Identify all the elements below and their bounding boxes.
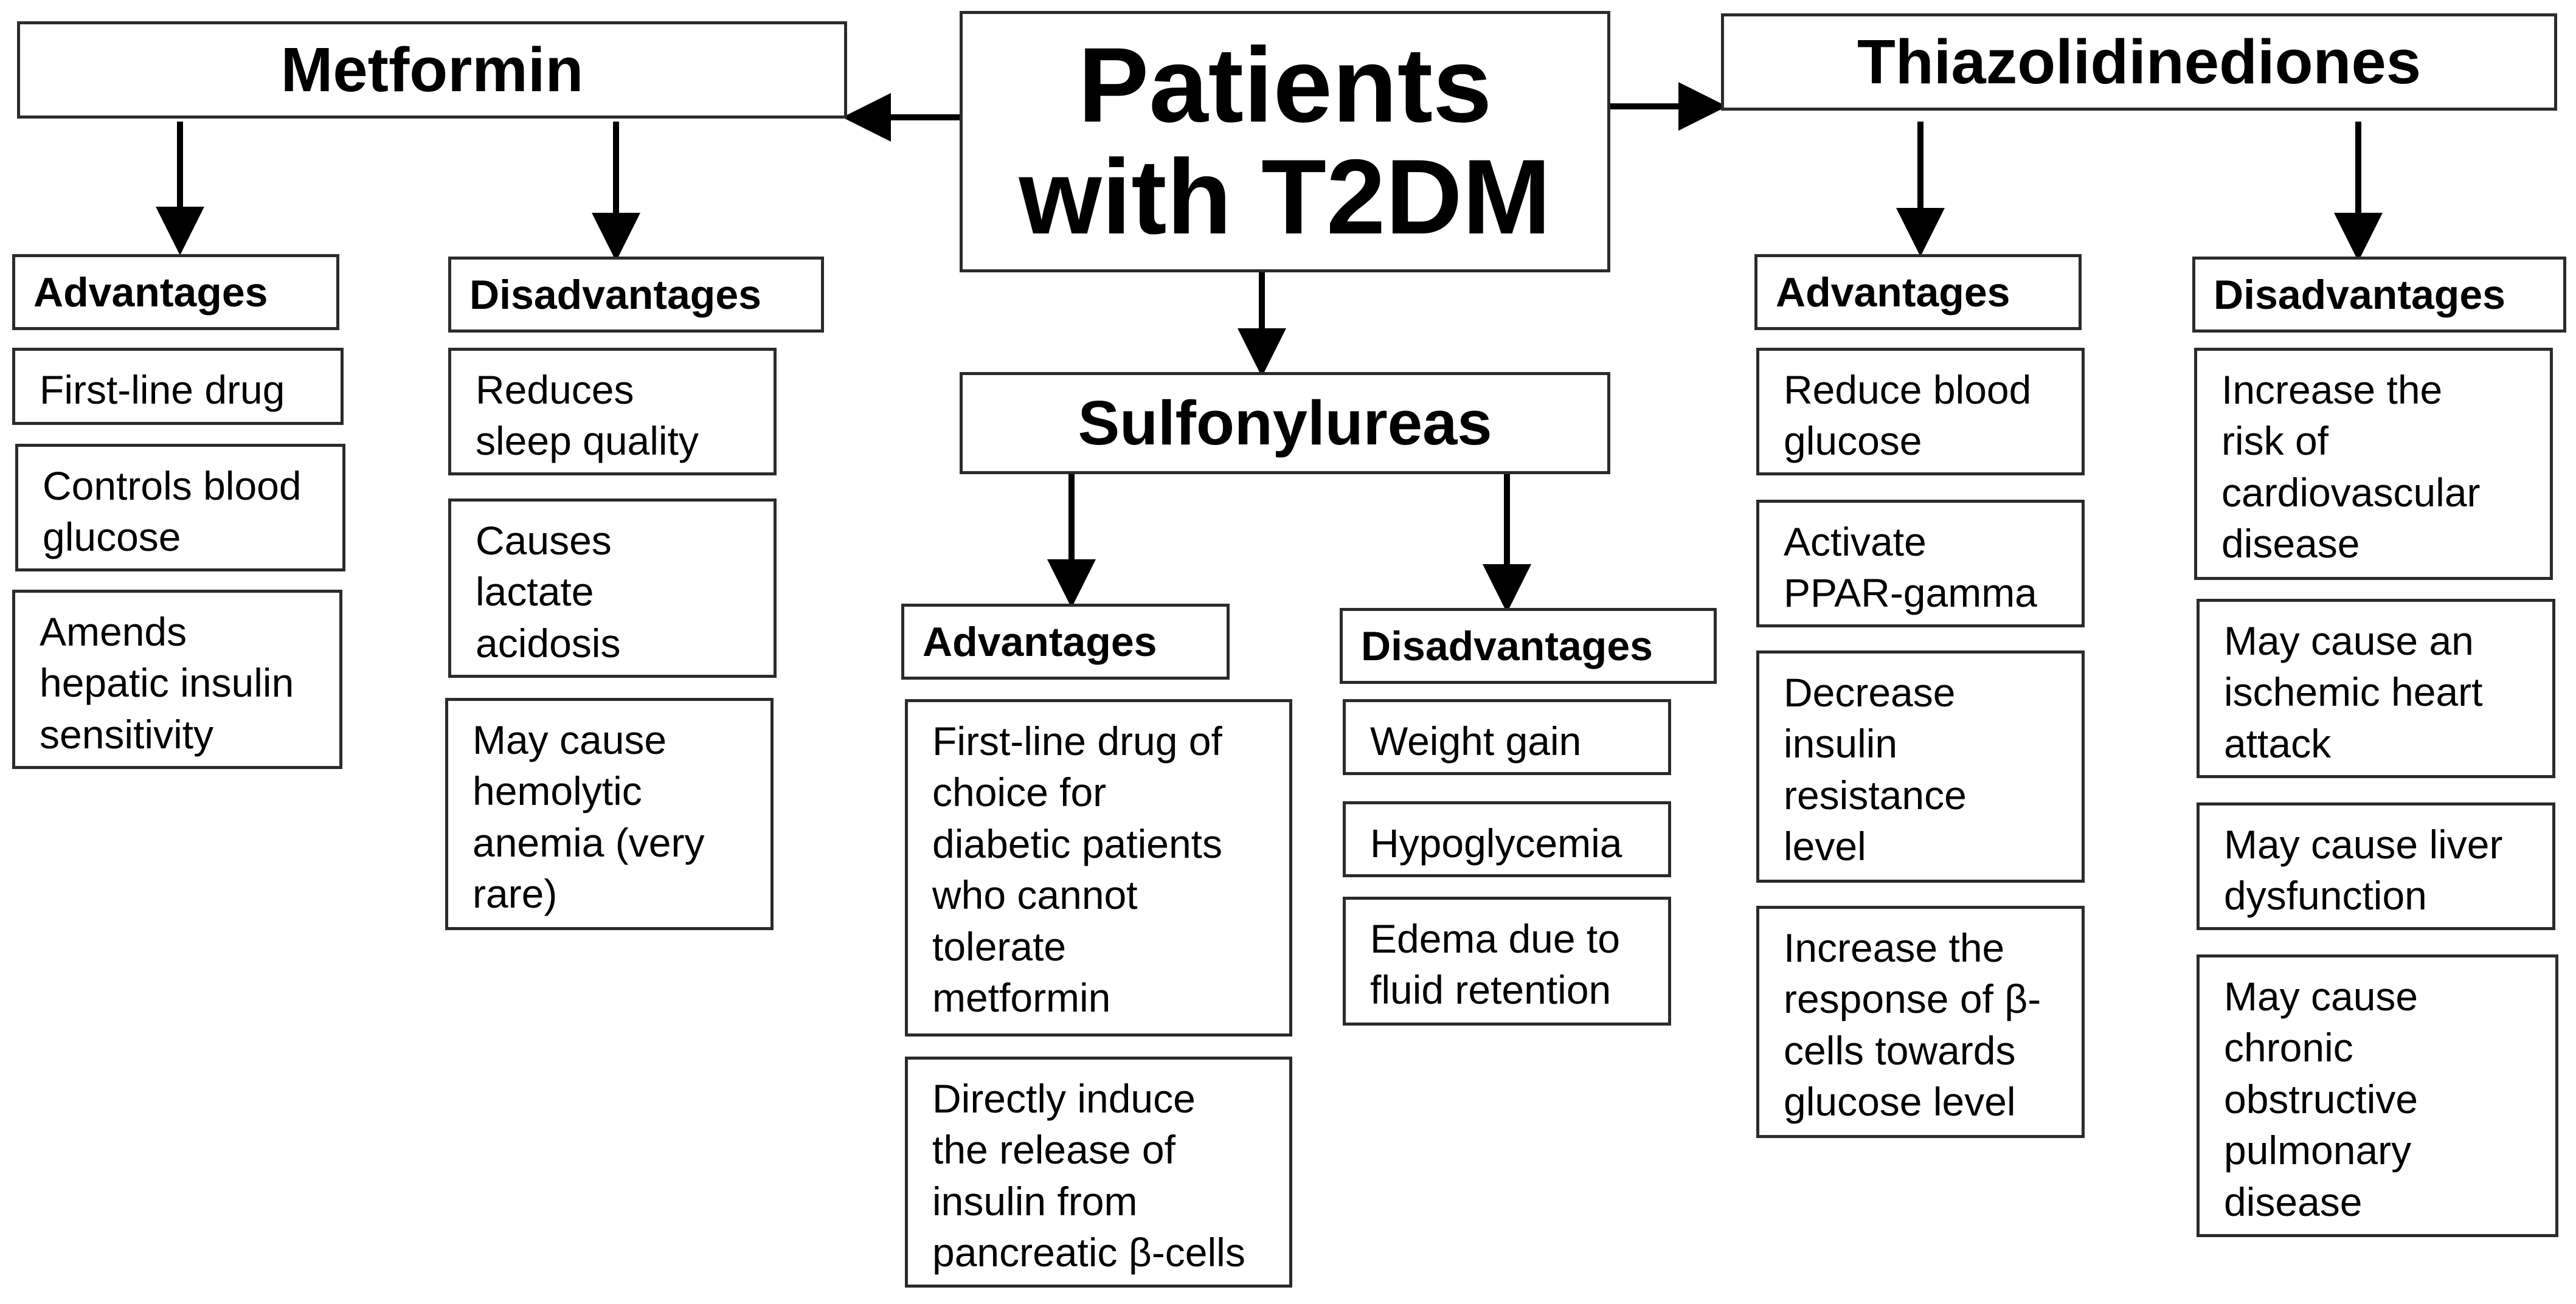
metformin-advantage-item: Amends hepatic insulin sensitivity [12, 590, 342, 769]
sulfonylureas-advantage-item: Directly induce the release of insulin f… [905, 1057, 1292, 1288]
metformin-disadvantage-item: Causes lactate acidosis [448, 498, 777, 678]
thiazolidinediones-disadvantage-item: Increase the risk of cardiovascular dise… [2194, 348, 2553, 580]
sulfonylureas-title: Sulfonylureas [1078, 388, 1492, 458]
sulfonylureas-disadvantage-item: Hypoglycemia [1343, 801, 1671, 877]
metformin-advantage-item: Controls blood glucose [15, 444, 345, 571]
center-label: Patients with T2DM [1019, 26, 1551, 257]
sulfonylureas-disadvantage-item: Weight gain [1343, 699, 1671, 775]
thiazolidinediones-advantages-header: Advantages [1754, 254, 2082, 330]
metformin-title: Metformin [280, 35, 584, 105]
thiazolidinediones-disadvantage-item: May cause an ischemic heart attack [2197, 599, 2555, 778]
thiazolidinediones-disadvantages-header: Disadvantages [2192, 257, 2566, 333]
center-node: Patients with T2DM [960, 11, 1610, 272]
metformin-advantages-header: Advantages [12, 254, 339, 330]
sulfonylureas-node: Sulfonylureas [960, 372, 1610, 474]
metformin-disadvantage-item: Reduces sleep quality [448, 348, 777, 475]
sulfonylureas-disadvantage-item: Edema due to fluid retention [1343, 897, 1671, 1026]
thiazolidinediones-advantage-item: Decrease insulin resistance level [1756, 650, 2085, 883]
metformin-disadvantages-header: Disadvantages [448, 257, 824, 333]
sulfonylureas-advantage-item: First-line drug of choice for diabetic p… [905, 699, 1292, 1037]
thiazolidinediones-disadvantage-item: May cause chronic obstructive pulmonary … [2197, 954, 2558, 1237]
sulfonylureas-advantages-header: Advantages [901, 604, 1230, 680]
thiazolidinediones-disadvantage-item: May cause liver dysfunction [2197, 802, 2555, 930]
metformin-advantage-item: First-line drug [12, 348, 344, 425]
thiazolidinediones-node: Thiazolidinediones [1721, 13, 2557, 111]
metformin-node: Metformin [17, 21, 847, 119]
thiazolidinediones-advantage-item: Increase the response of β- cells toward… [1756, 906, 2085, 1138]
thiazolidinediones-advantage-item: Reduce blood glucose [1756, 348, 2085, 475]
metformin-disadvantage-item: May cause hemolytic anemia (very rare) [445, 698, 774, 930]
thiazolidinediones-advantage-item: Activate PPAR-gamma [1756, 500, 2085, 627]
sulfonylureas-disadvantages-header: Disadvantages [1340, 608, 1717, 684]
thiazolidinediones-title: Thiazolidinediones [1857, 27, 2422, 97]
